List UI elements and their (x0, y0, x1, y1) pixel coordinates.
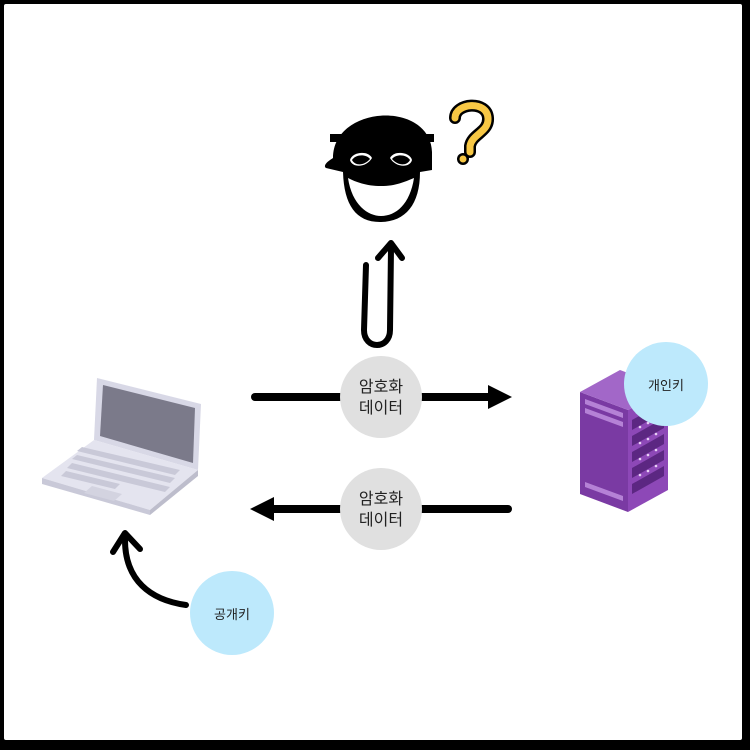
encrypted-data-bubble-bottom: 암호화 데이터 (340, 468, 422, 550)
hacker-icon (324, 115, 434, 222)
public-key-bubble: 공개키 (190, 571, 274, 655)
public-key-label: 공개키 (214, 607, 250, 623)
encrypted-label-line1: 암호화 (358, 377, 404, 396)
private-key-label: 개인키 (648, 378, 684, 394)
question-mark-icon (449, 99, 494, 165)
laptop-icon (42, 378, 201, 515)
encrypted-label-line1: 암호화 (358, 489, 404, 508)
encrypted-label-line2: 데이터 (358, 510, 404, 529)
private-key-bubble: 개인키 (624, 342, 708, 426)
encrypted-data-bubble-top: 암호화 데이터 (340, 356, 422, 438)
loop-arrow-up (360, 240, 405, 348)
encrypted-label-line2: 데이터 (358, 398, 404, 417)
public-key-arrow (110, 530, 189, 608)
